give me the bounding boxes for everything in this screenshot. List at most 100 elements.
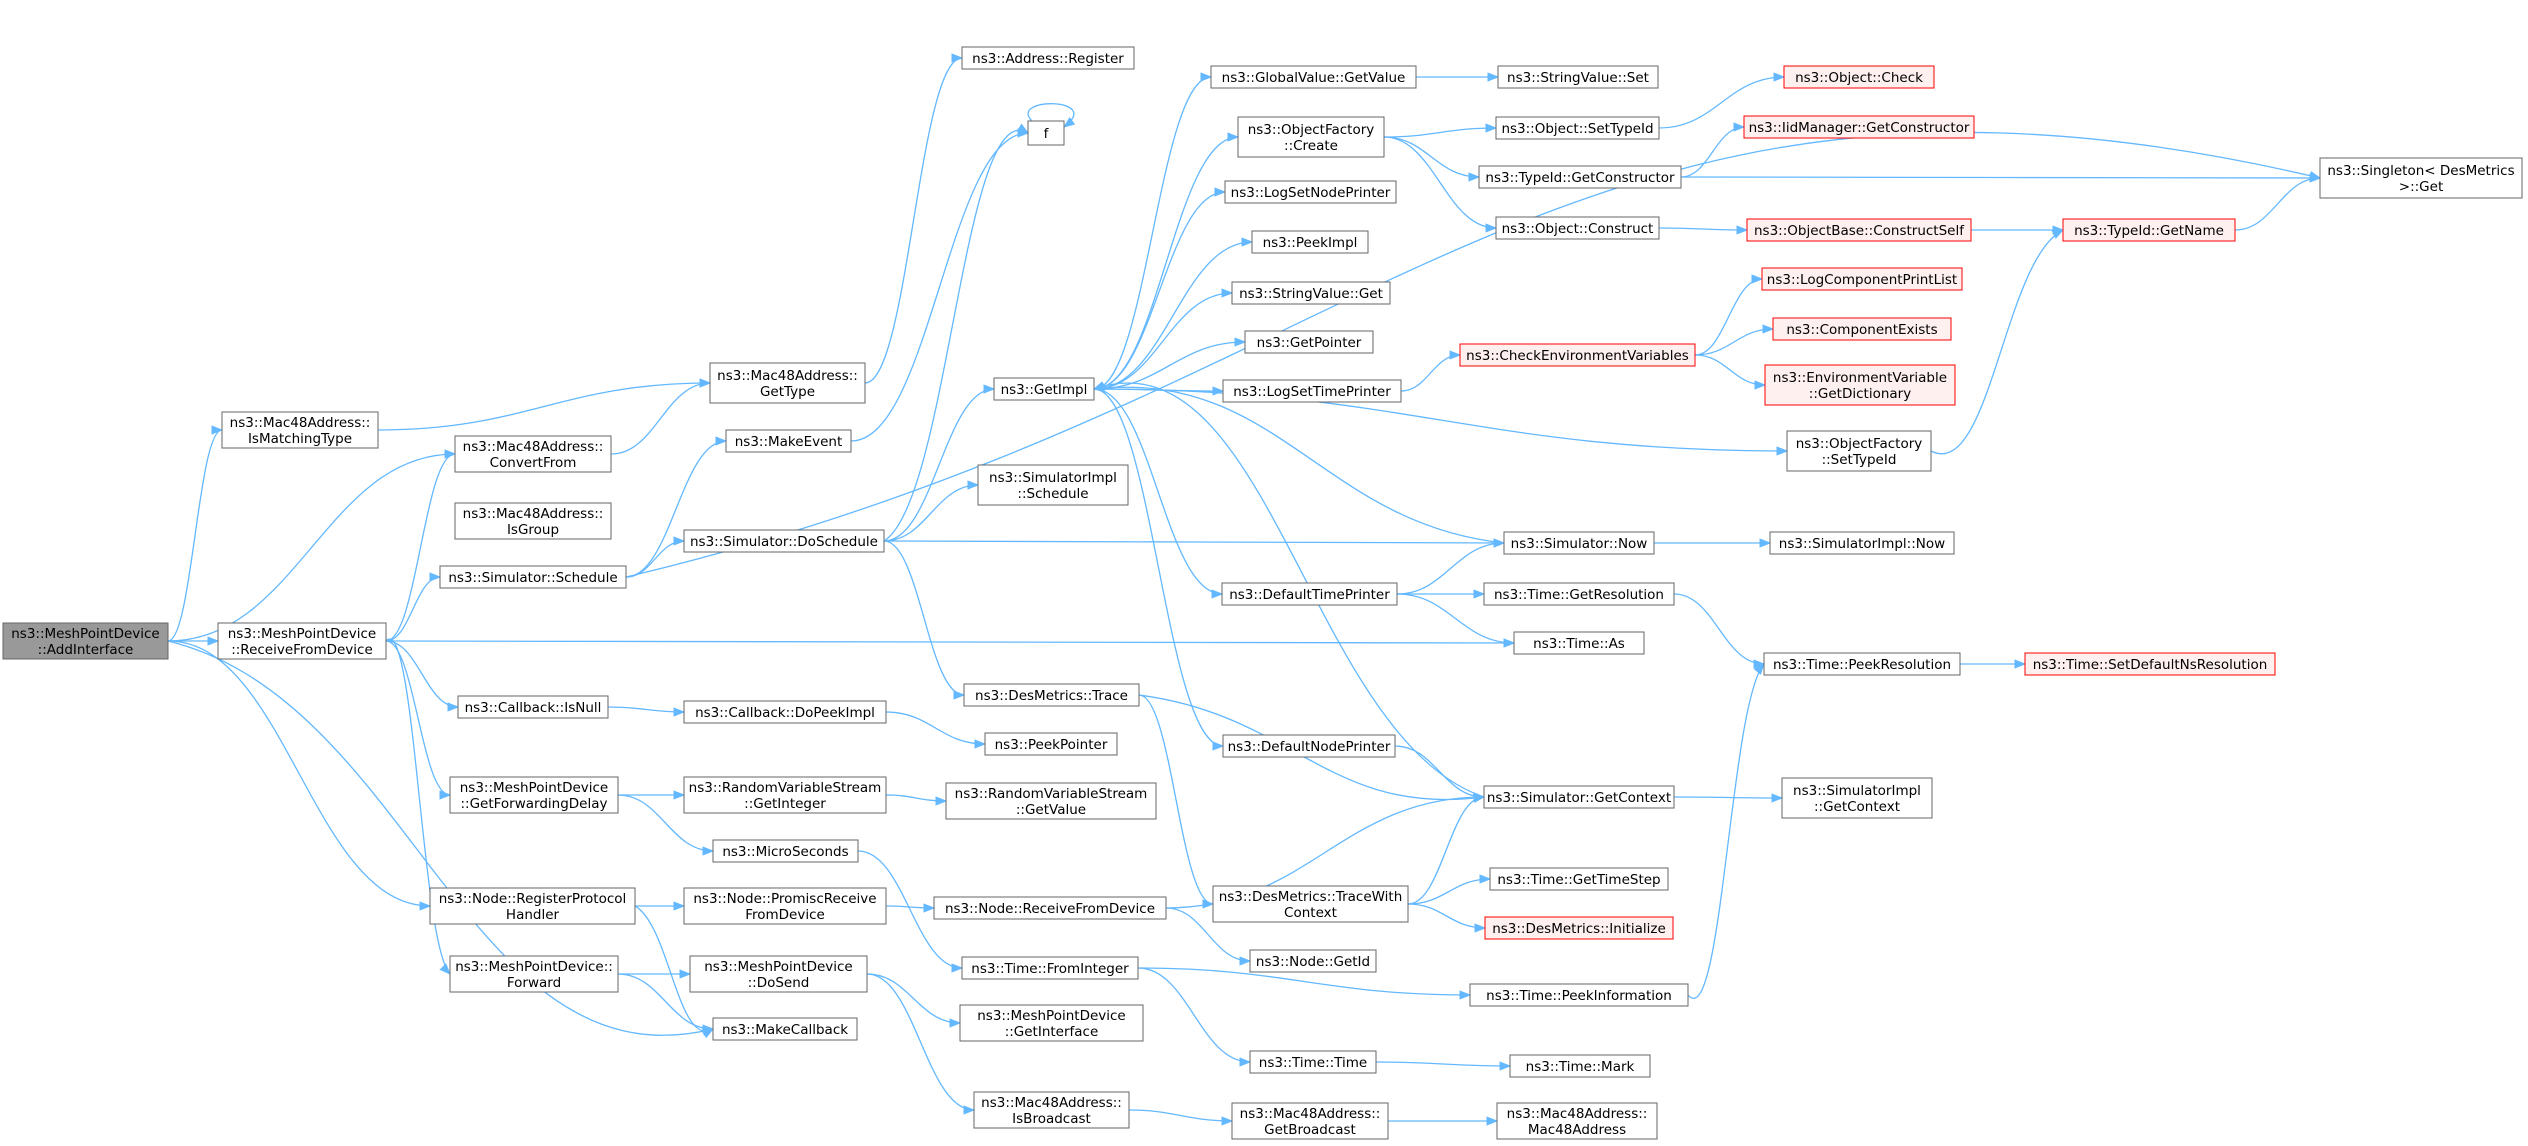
node-macGetBroadcast[interactable]: ns3::Mac48Address::GetBroadcast xyxy=(1231,1102,1389,1140)
node-objCheck[interactable]: ns3::Object::Check xyxy=(1783,65,1935,89)
node-box xyxy=(1212,885,1409,923)
node-label-line: ns3::Simulator::Schedule xyxy=(448,570,617,586)
node-label-line: ns3::MeshPointDevice xyxy=(704,959,853,975)
node-singleton[interactable]: ns3::Singleton< DesMetrics >::Get xyxy=(2319,157,2523,199)
edge-checkEnv-to-compExists xyxy=(1694,324,1775,356)
node-compExists[interactable]: ns3::ComponentExists xyxy=(1772,317,1952,341)
node-tidGetName[interactable]: ns3::TypeId::GetName xyxy=(2062,218,2236,242)
node-label-line: ns3::Time::FromInteger xyxy=(971,961,1129,977)
node-makeEvent[interactable]: ns3::MakeEvent xyxy=(725,429,852,453)
edge-tidGetName-to-singleton xyxy=(2234,173,2322,231)
node-simImplGetCtx[interactable]: ns3::SimulatorImpl::GetContext xyxy=(1781,777,1933,819)
node-timeFromInt[interactable]: ns3::Time::FromInteger xyxy=(961,956,1139,980)
node-envGetDict[interactable]: ns3::EnvironmentVariable::GetDictionary xyxy=(1764,364,1956,406)
node-defNodePrinter[interactable]: ns3::DefaultNodePrinter xyxy=(1222,734,1396,758)
node-mpdGetIface[interactable]: ns3::MeshPointDevice::GetInterface xyxy=(959,1004,1144,1042)
node-getImpl[interactable]: ns3::GetImpl xyxy=(993,377,1095,401)
node-cbIsNull[interactable]: ns3::Callback::IsNull xyxy=(457,695,609,719)
node-timeSetDefRes[interactable]: ns3::Time::SetDefaultNsResolution xyxy=(2024,652,2276,676)
edge-simSchedule-to-makeEvent xyxy=(625,436,728,578)
node-simImplSchedule[interactable]: ns3::SimulatorImpl::Schedule xyxy=(977,464,1129,506)
node-label-line: ::DoSend xyxy=(748,975,810,991)
node-ofSetTypeId[interactable]: ns3::ObjectFactory::SetTypeId xyxy=(1786,430,1932,472)
node-macMac48[interactable]: ns3::Mac48Address::Mac48Address xyxy=(1496,1102,1658,1140)
node-label-line: ns3::LogSetNodePrinter xyxy=(1231,185,1391,201)
edge-objSetTypeId-to-objCheck xyxy=(1658,72,1786,129)
node-f[interactable]: f xyxy=(1027,120,1065,146)
node-box xyxy=(1761,267,1963,291)
node-mpdDoSend[interactable]: ns3::MeshPointDevice::DoSend xyxy=(689,955,868,993)
node-mpdForward[interactable]: ns3::MeshPointDevice::Forward xyxy=(449,955,619,993)
node-timeGetStep[interactable]: ns3::Time::GetTimeStep xyxy=(1489,867,1669,891)
node-receiveFromDevice[interactable]: ns3::MeshPointDevice::ReceiveFromDevice xyxy=(217,622,387,660)
node-objSetTypeId[interactable]: ns3::Object::SetTypeId xyxy=(1495,116,1660,140)
node-rvsGetValue[interactable]: ns3::RandomVariableStream::GetValue xyxy=(945,782,1157,820)
node-getPointer[interactable]: ns3::GetPointer xyxy=(1244,330,1374,354)
node-label-line: ::GetInterface xyxy=(1005,1024,1099,1040)
node-iidGetCtor[interactable]: ns3::IidManager::GetConstructor xyxy=(1743,115,1975,139)
node-obConstructSelf[interactable]: ns3::ObjectBase::ConstructSelf xyxy=(1746,218,1972,242)
node-nodeGetId[interactable]: ns3::Node::GetId xyxy=(1249,949,1377,973)
node-gvGetValue[interactable]: ns3::GlobalValue::GetValue xyxy=(1210,65,1417,89)
node-cbDoPeek[interactable]: ns3::Callback::DoPeekImpl xyxy=(683,700,887,724)
node-desTrace[interactable]: ns3::DesMetrics::Trace xyxy=(963,683,1140,707)
node-box xyxy=(1496,1102,1658,1140)
node-isGroup[interactable]: ns3::Mac48Address::IsGroup xyxy=(454,502,612,540)
edge-root-to-isMatching xyxy=(167,425,224,642)
node-defTimePrinter[interactable]: ns3::DefaultTimePrinter xyxy=(1221,582,1398,606)
node-timeMark[interactable]: ns3::Time::Mark xyxy=(1509,1054,1651,1078)
node-logCompPrint[interactable]: ns3::LogComponentPrintList xyxy=(1761,267,1963,291)
node-label-line: ns3::Time::PeekInformation xyxy=(1486,988,1672,1004)
node-addrRegister[interactable]: ns3::Address::Register xyxy=(961,46,1135,70)
node-root[interactable]: ns3::MeshPointDevice::AddInterface xyxy=(2,622,169,660)
node-peekImpl[interactable]: ns3::PeekImpl xyxy=(1251,230,1369,254)
node-ofCreate[interactable]: ns3::ObjectFactory::Create xyxy=(1237,116,1385,158)
node-objConstruct[interactable]: ns3::Object::Construct xyxy=(1495,216,1660,240)
edge-getImpl-to-ofCreate xyxy=(1093,132,1240,390)
node-simGetContext[interactable]: ns3::Simulator::GetContext xyxy=(1483,785,1675,809)
node-box xyxy=(1469,983,1689,1007)
node-convertFrom[interactable]: ns3::Mac48Address::ConvertFrom xyxy=(454,435,612,473)
node-rvsGetInteger[interactable]: ns3::RandomVariableStream::GetInteger xyxy=(683,776,887,814)
node-svGet[interactable]: ns3::StringValue::Get xyxy=(1231,281,1391,305)
node-simNow[interactable]: ns3::Simulator::Now xyxy=(1503,531,1655,555)
node-box xyxy=(1459,343,1696,367)
node-timePeekInfo[interactable]: ns3::Time::PeekInformation xyxy=(1469,983,1689,1007)
node-simDoSchedule[interactable]: ns3::Simulator::DoSchedule xyxy=(683,529,885,553)
node-nodeReceive[interactable]: ns3::Node::ReceiveFromDevice xyxy=(933,896,1167,920)
node-box xyxy=(933,896,1167,920)
node-simImplNow[interactable]: ns3::SimulatorImpl::Now xyxy=(1769,531,1955,555)
node-box xyxy=(1497,65,1659,89)
node-getFwdDelay[interactable]: ns3::MeshPointDevice::GetForwardingDelay xyxy=(449,776,619,814)
edge-desTraceWith-to-simGetContext xyxy=(1407,792,1486,905)
node-simSchedule[interactable]: ns3::Simulator::Schedule xyxy=(439,565,627,589)
edge-nodeRegister-to-makeCallback xyxy=(634,905,715,1039)
node-macIsBroadcast[interactable]: ns3::Mac48Address::IsBroadcast xyxy=(973,1091,1130,1129)
edge-mpdDoSend-to-mpdGetIface xyxy=(866,973,962,1028)
node-logSetTime[interactable]: ns3::LogSetTimePrinter xyxy=(1222,379,1402,403)
edge-cbDoPeek-to-peekPointer xyxy=(885,711,987,749)
node-desInit[interactable]: ns3::DesMetrics::Initialize xyxy=(1484,916,1674,940)
node-macGetType[interactable]: ns3::Mac48Address::GetType xyxy=(709,362,866,404)
node-label-line: ns3::MakeEvent xyxy=(735,434,843,450)
node-makeCallback[interactable]: ns3::MakeCallback xyxy=(712,1017,858,1041)
node-logSetNode[interactable]: ns3::LogSetNodePrinter xyxy=(1224,180,1397,204)
edge-receiveFromDevice-to-timeAs xyxy=(385,638,1516,648)
node-peekPointer[interactable]: ns3::PeekPointer xyxy=(984,732,1118,756)
node-isMatching[interactable]: ns3::Mac48Address::IsMatchingType xyxy=(221,411,379,449)
node-timePeekRes[interactable]: ns3::Time::PeekResolution xyxy=(1763,652,1961,676)
node-label-line: ns3::Mac48Address:: xyxy=(1507,1106,1648,1122)
node-timeTime[interactable]: ns3::Time::Time xyxy=(1249,1050,1377,1074)
node-timeGetRes[interactable]: ns3::Time::GetResolution xyxy=(1483,582,1675,606)
node-svSet[interactable]: ns3::StringValue::Set xyxy=(1497,65,1659,89)
edge-microSeconds-to-timeFromInt xyxy=(857,850,964,973)
node-tidGetCtor[interactable]: ns3::TypeId::GetConstructor xyxy=(1478,165,1682,189)
node-timeAs[interactable]: ns3::Time::As xyxy=(1513,631,1645,655)
node-label-line: ns3::Object::SetTypeId xyxy=(1501,121,1653,137)
node-microSeconds[interactable]: ns3::MicroSeconds xyxy=(712,839,859,863)
edge-macIsBroadcast-to-macGetBroadcast xyxy=(1128,1109,1234,1126)
node-checkEnv[interactable]: ns3::CheckEnvironmentVariables xyxy=(1459,343,1696,367)
